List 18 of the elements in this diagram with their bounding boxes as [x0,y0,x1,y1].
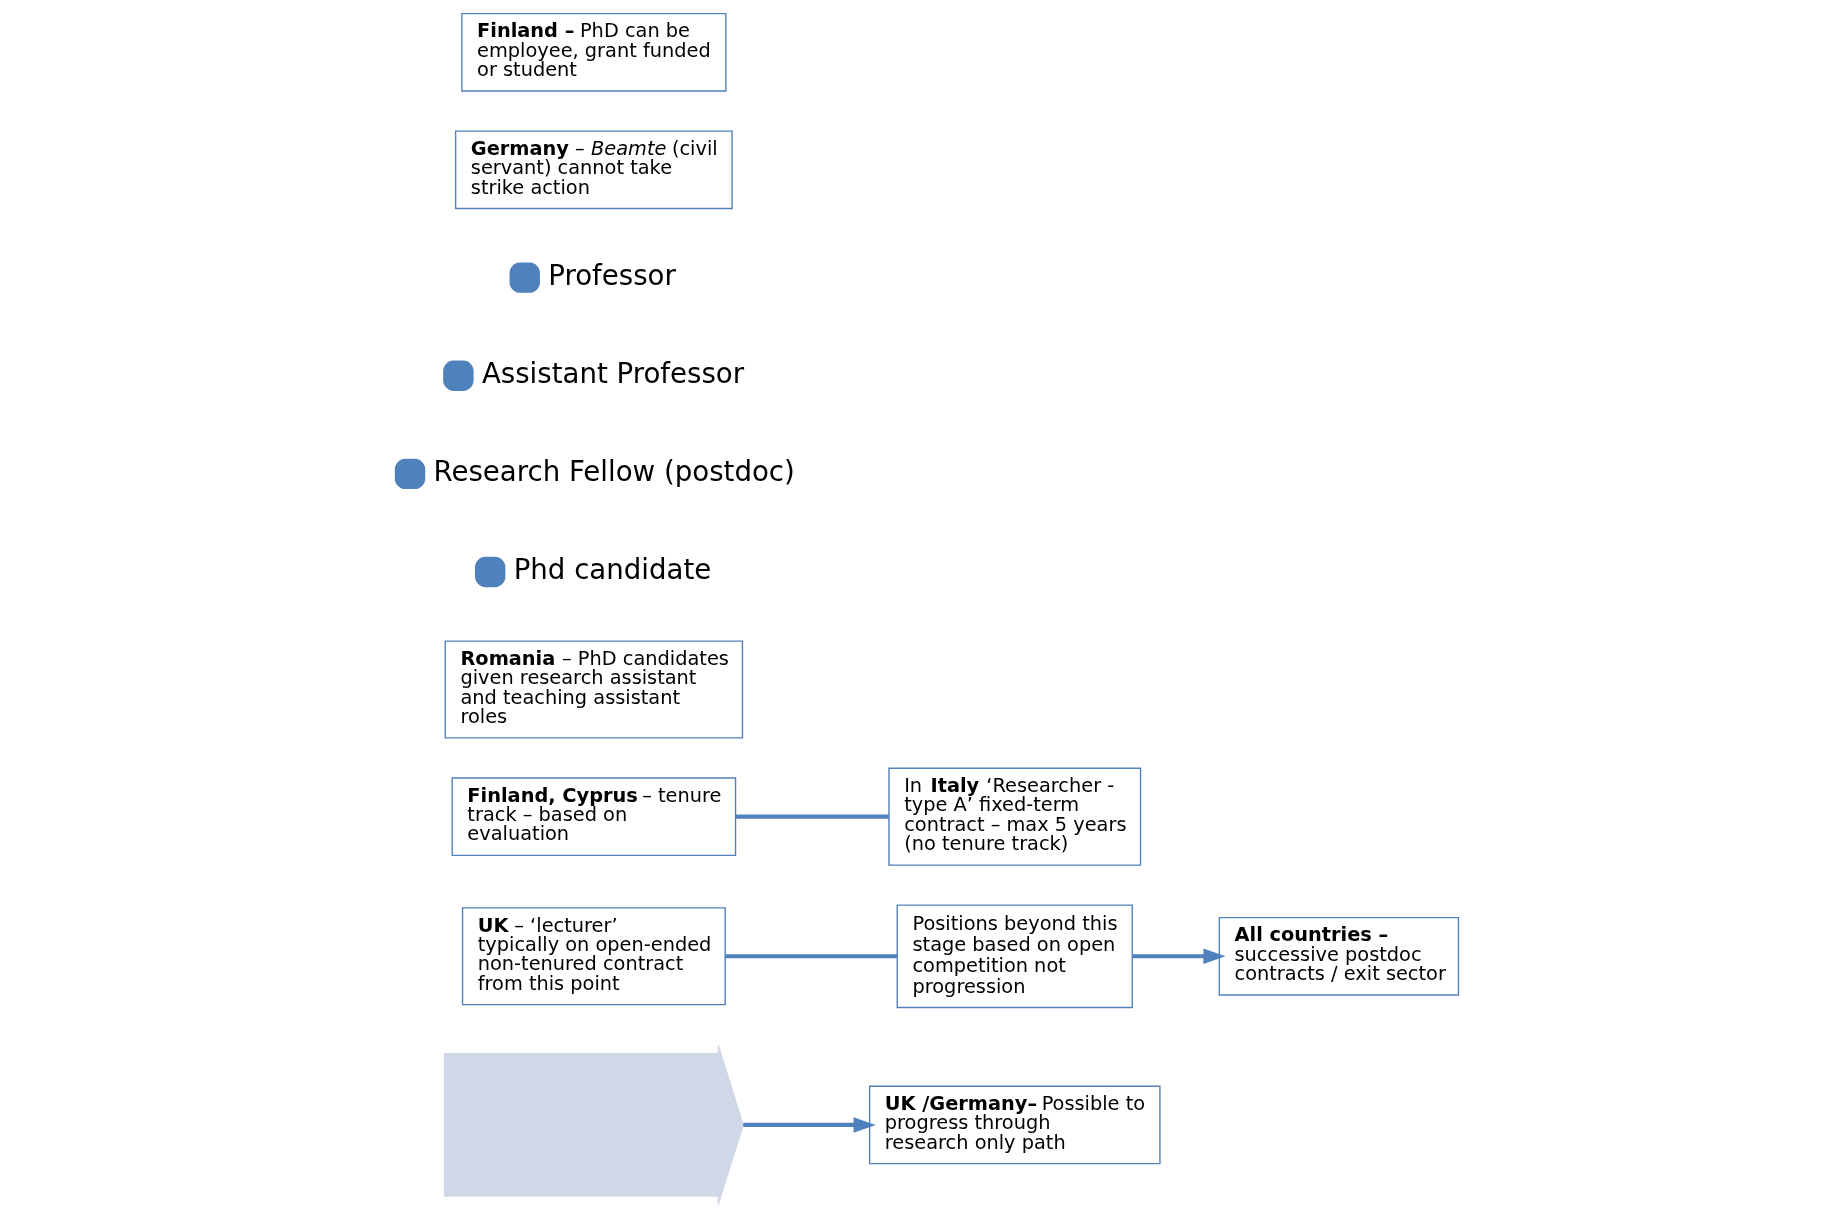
node-arrow [443,1044,744,1206]
node-box: All countries – successive postdoc contracts / exit sector [1218,916,1459,996]
node-box: Finland – PhD can be employee, grant funded or student [460,12,727,92]
node-label: Professor [547,258,676,292]
node-label: Research Fellow (postdoc) [433,454,795,488]
connector [724,954,897,959]
node-box: UK – ‘lecturer’ typically on open-ended non-tenured contract from this point [461,907,726,1006]
connector [735,814,889,819]
arrow [742,1117,876,1133]
node-box: In Italy ‘Researcher - type A’ fixed-term contract – max 5 years (no tenure track) [887,767,1141,866]
node-label: Assistant Professor [481,356,744,390]
node-box: Romania – PhD candidates given research assistant and teaching assistant roles [444,640,743,739]
arrow [1132,948,1226,965]
node-label: Phd candidate [513,552,711,586]
node-box: Germany – Beamte (civil servant) cannot take strike action [454,130,733,210]
node-box: Positions beyond this stage based on open competition not progression [896,904,1133,1009]
node-box: Finland, Cyprus – tenure track – based on evaluation [451,777,736,857]
node-box: UK /Germany– Possible to progress through research only path [868,1085,1161,1165]
